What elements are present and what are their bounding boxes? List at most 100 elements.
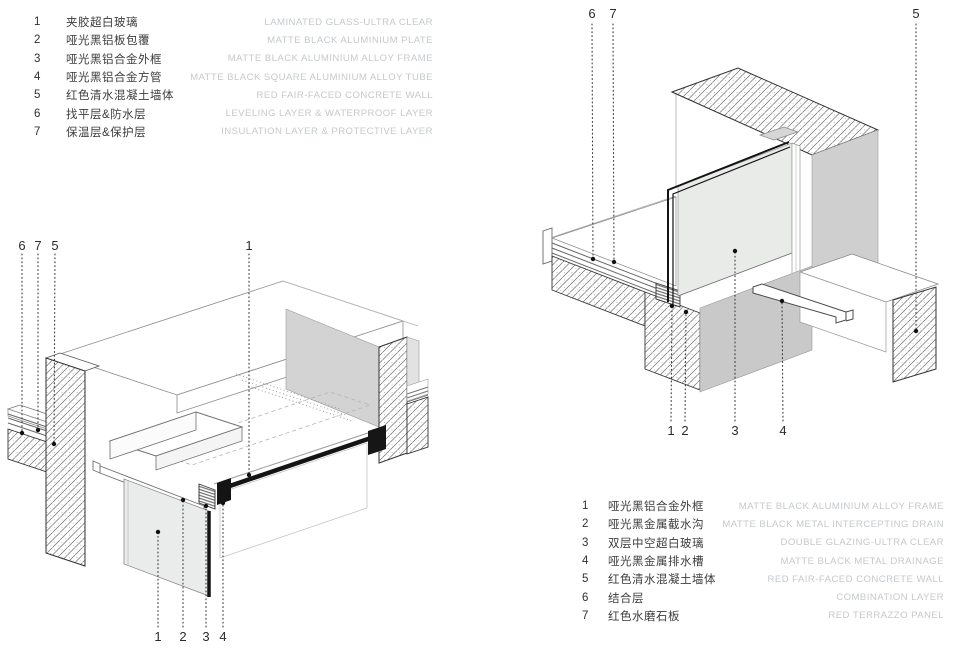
legend-item-chinese: 找平层&防水层	[66, 108, 147, 121]
legend-item-english: RED FAIR-FACED CONCRETE WALL	[767, 573, 944, 585]
callout-number: 4	[219, 629, 226, 644]
callout-number: 3	[731, 423, 738, 438]
left-concrete-wall	[44, 352, 101, 567]
right-roof-slab-layers	[406, 378, 429, 455]
callout-number: 4	[779, 423, 786, 438]
legend-item-english: RED TERRAZZO PANEL	[828, 610, 944, 622]
leader-lines-top	[591, 23, 917, 332]
callout-number: 2	[681, 423, 688, 438]
legend-row: 2 哑光黑铝板包覆 MATTE BLACK ALUMINIUM PLATE	[34, 31, 433, 49]
leader-lines-bottom	[670, 250, 784, 422]
callout-number: 1	[154, 629, 161, 644]
legend-item-number: 4	[34, 71, 41, 84]
beam-hidden-edge	[282, 280, 419, 327]
callout-number: 6	[588, 6, 595, 21]
legend-row: 6 结合层 COMBINATION LAYER	[582, 588, 944, 606]
legend-item-chinese: 哑光黑金属截水沟	[608, 519, 704, 532]
callout-number: 5	[912, 6, 919, 21]
callout-number: 1	[245, 238, 252, 253]
glass-frame-outer-line	[667, 141, 790, 302]
leader-dots-bottom	[669, 248, 785, 315]
legend-item-number: 6	[582, 591, 589, 604]
lower-right-wall-block	[798, 253, 940, 383]
legend-item-english: MATTE BLACK ALUMINIUM PLATE	[267, 34, 433, 46]
legend-row: 2 哑光黑金属截水沟 MATTE BLACK METAL INTERCEPTIN…	[582, 515, 944, 533]
legend-item-number: 4	[582, 555, 589, 568]
metal-drainage-channel	[752, 283, 854, 324]
callout-number: 3	[202, 629, 209, 644]
glass-frame-inner-line	[672, 146, 791, 304]
legend-item-chinese: 红色清水混凝土墙体	[608, 574, 716, 587]
legend-item-chinese: 哑光黑铝合金外框	[66, 53, 162, 66]
legend-item-chinese: 红色清水混凝土墙体	[66, 90, 174, 103]
legend-item-number: 5	[582, 573, 589, 586]
legend-bottom-right: 1 哑光黑铝合金外框 MATTE BLACK ALUMINIUM ALLOY F…	[582, 497, 944, 625]
legend-item-number: 7	[582, 609, 589, 622]
legend-row: 7 红色水磨石板 RED TERRAZZO PANEL	[582, 607, 944, 625]
legend-row: 6 找平层&防水层 LEVELING LAYER & WATERPROOF LA…	[34, 104, 433, 122]
legend-item-english: RED FAIR-FACED CONCRETE WALL	[256, 89, 433, 101]
legend-item-number: 1	[34, 16, 41, 29]
legend-row: 5 红色清水混凝土墙体 RED FAIR-FACED CONCRETE WALL	[582, 570, 944, 588]
callout-numbers-bottom: 1 2 3 4	[154, 629, 226, 644]
aluminium-flashing-tip	[92, 460, 101, 474]
leader-dots-top	[19, 427, 252, 478]
callout-numbers-top: 6 7 5	[588, 6, 919, 21]
legend-item-number: 2	[582, 518, 589, 531]
callout-numbers-top: 6 7 5 1	[18, 238, 252, 253]
right-detail-drawing: 6 7 5 1 2 3 4	[542, 6, 940, 438]
black-connector-block	[368, 425, 386, 455]
floor-grate-dotted-lines	[235, 373, 353, 422]
callout-number: 1	[667, 423, 674, 438]
concrete-wall-end-face	[892, 286, 937, 383]
floor-back-edge-faint	[552, 195, 677, 238]
left-detail-drawing: 6 7 5 1 1 2 3 4	[6, 238, 429, 644]
leader-lines-top	[21, 253, 250, 476]
aluminium-square-tube	[217, 478, 231, 505]
aluminium-frame-section	[198, 483, 216, 510]
callout-number: 2	[179, 629, 186, 644]
legend-item-chinese: 保温层&保护层	[66, 126, 147, 139]
callout-number: 7	[609, 6, 616, 21]
ceiling-notch	[758, 126, 800, 141]
legend-item-chinese: 双层中空超白玻璃	[608, 537, 704, 550]
legend-item-number: 1	[582, 500, 589, 513]
legend-item-english: LEVELING LAYER & WATERPROOF LAYER	[225, 108, 433, 120]
legend-item-chinese: 哑光黑铝合金方管	[66, 72, 162, 85]
legend-item-chinese: 夹胶超白玻璃	[66, 17, 138, 30]
legend-row: 5 红色清水混凝土墙体 RED FAIR-FACED CONCRETE WALL	[34, 86, 433, 104]
legend-row: 4 哑光黑金属排水槽 MATTE BLACK METAL DRAINAGE	[582, 552, 944, 570]
legend-item-number: 3	[582, 536, 589, 549]
legend-item-chinese: 哑光黑金属排水槽	[608, 556, 704, 569]
glass-section-thin-line	[213, 431, 372, 485]
legend-row: 1 哑光黑铝合金外框 MATTE BLACK ALUMINIUM ALLOY F…	[582, 497, 944, 515]
callout-numbers-bottom: 1 2 3 4	[667, 423, 786, 438]
right-wall-side-face	[406, 336, 420, 391]
legend-item-english: COMBINATION LAYER	[836, 592, 944, 604]
legend-row: 1 夹胶超白玻璃 LAMINATED GLASS-ULTRA CLEAR	[34, 13, 433, 31]
legend-top-left: 1 夹胶超白玻璃 LAMINATED GLASS-ULTRA CLEAR 2 哑…	[34, 13, 433, 141]
double-glazing-panel	[667, 141, 793, 304]
leader-lines-bottom	[157, 499, 224, 628]
legend-item-number: 5	[34, 89, 41, 102]
legend-item-number: 6	[34, 107, 41, 120]
leader-dots-bottom	[155, 497, 226, 535]
legend-row: 4 哑光黑铝合金方管 MATTE BLACK SQUARE ALUMINIUM …	[34, 68, 433, 86]
legend-item-number: 3	[34, 52, 41, 65]
legend-item-english: MATTE BLACK METAL INTERCEPTING DRAIN	[722, 518, 944, 530]
legend-item-chinese: 结合层	[608, 592, 644, 605]
leader-dots-top	[590, 256, 919, 334]
terrace-floor-slab	[542, 196, 701, 391]
legend-item-chinese: 哑光黑铝板包覆	[66, 35, 150, 48]
legend-item-english: MATTE BLACK SQUARE ALUMINIUM ALLOY TUBE	[190, 71, 433, 83]
legend-row: 3 双层中空超白玻璃 DOUBLE GLAZING-ULTRA CLEAR	[582, 534, 944, 552]
legend-item-chinese: 红色水磨石板	[608, 610, 680, 623]
callout-number: 6	[18, 238, 25, 253]
callout-number: 7	[34, 238, 41, 253]
laminated-glass-panel	[123, 478, 211, 597]
legend-item-english: MATTE BLACK METAL DRAINAGE	[780, 555, 944, 567]
legend-item-number: 2	[34, 34, 41, 47]
ceiling-concrete-slab	[670, 67, 880, 156]
legend-item-english: INSULATION LAYER & PROTECTIVE LAYER	[221, 126, 433, 138]
floor-curb	[542, 227, 553, 265]
